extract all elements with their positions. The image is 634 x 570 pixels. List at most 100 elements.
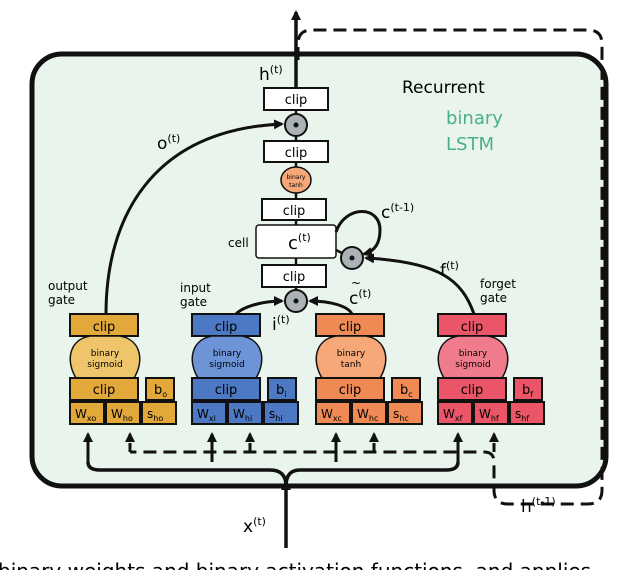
gate-output-activation — [69, 335, 141, 379]
gate-candidate-act-label-2: tanh — [341, 360, 361, 370]
gate-candidate-weight-1 — [351, 401, 387, 425]
gate-input-clip-top-label: clip — [215, 320, 238, 335]
c-tilde-hat: ~ — [351, 276, 361, 290]
gate-input-clip-bot — [191, 377, 261, 401]
clip-box-tanh-out — [263, 140, 329, 163]
center-stack: clip clip binary tanh clip c(t) clip — [255, 87, 337, 313]
gate-input-act-label-2: sigmoid — [209, 360, 244, 370]
o-t-label: o(t) — [157, 132, 180, 154]
gate-forget-clip-bot — [437, 377, 507, 401]
input-gate-arrow — [234, 296, 284, 316]
gate-output-weight-0 — [69, 401, 105, 425]
c-tilde-label: c(t) — [349, 287, 371, 309]
gate-output-clip-top-label: clip — [93, 320, 116, 335]
gate-candidate-weight-label-2: shc — [393, 407, 409, 423]
gate-candidate-weight-label-0: Wxc — [321, 407, 342, 423]
gate-forget-weight-label-2: shf — [515, 407, 529, 423]
cell-state-box — [255, 224, 337, 259]
cell-label: cell — [228, 236, 249, 250]
gate-input-clip-bot-label: clip — [215, 383, 238, 398]
binary-tanh-label-2: tanh — [289, 182, 303, 189]
h-t-label: h(t) — [259, 63, 283, 85]
gate-candidate-clip-bot — [315, 377, 385, 401]
gate-candidate-act-label-1: binary — [337, 349, 366, 359]
gate-forget-activation — [437, 335, 509, 379]
input-gate-label-1: input — [180, 281, 211, 295]
gate-candidate-weight-label-1: Whc — [357, 407, 378, 423]
x-t-label: x(t) — [243, 515, 266, 537]
gate-forget-weight-1 — [473, 401, 509, 425]
gate-candidate-clip-bot-label: clip — [339, 383, 362, 398]
gate-candidate-activation — [315, 335, 387, 379]
clip-label-tanh-out: clip — [285, 146, 308, 161]
gate-forget-weight-2 — [509, 401, 545, 425]
gate-input-weight-label-1: Whi — [233, 407, 252, 423]
clip-label-h: clip — [285, 93, 308, 108]
cell-self-loop — [334, 210, 382, 257]
h-prev-label: h(t-1) — [521, 495, 556, 517]
gate-input-act-label-1: binary — [213, 349, 242, 359]
gate-input-weight-label-2: shi — [269, 407, 283, 423]
recurrent-title: Recurrent — [402, 78, 485, 98]
cell-state-label: c(t) — [288, 231, 311, 254]
gate-input-weight-0 — [191, 401, 227, 425]
c-prev-label: c(t-1) — [381, 201, 414, 223]
gate-forget-bias-label: bf — [522, 383, 533, 399]
gate-output-weight-2 — [141, 401, 177, 425]
gate-output-weight-1 — [105, 401, 141, 425]
gate-forget-bias — [513, 377, 543, 401]
gate-forget-act-label-2: sigmoid — [455, 360, 490, 370]
gate-output-act-label-1: binary — [91, 349, 120, 359]
input-gate-label-2: gate — [180, 295, 207, 309]
input-wiring — [83, 432, 499, 548]
forget-gate-label-1: forget — [480, 277, 516, 291]
gate-forget-weight-label-1: Whf — [479, 407, 499, 423]
gate-forget-clip-bot-label: clip — [461, 383, 484, 398]
i-t-label: i(t) — [272, 313, 290, 335]
gate-candidate-weight-0 — [315, 401, 351, 425]
gate-input-weight-1 — [227, 401, 263, 425]
gate-candidate-clip-top-label: clip — [339, 320, 362, 335]
gate-output-bias-label: bo — [154, 383, 167, 399]
gate-input-activation — [191, 335, 263, 379]
clip-label-cell-bot: clip — [283, 270, 306, 285]
gate-output-clip-bot — [69, 377, 139, 401]
binary-tanh-label-1: binary — [287, 174, 306, 181]
gate-output-bias — [145, 377, 175, 401]
gate-output-weight-label-2: sho — [147, 407, 163, 423]
gate-candidate-weight-2 — [387, 401, 423, 425]
gate-input-bias-label: bi — [276, 383, 287, 399]
clip-label-cell-top: clip — [283, 204, 306, 219]
f-t-label: f(t) — [440, 259, 459, 281]
gate-forget-weight-0 — [437, 401, 473, 425]
gate-candidate-bias — [391, 377, 421, 401]
clip-box-h — [263, 87, 329, 111]
gate-input-weight-2 — [263, 401, 299, 425]
gate-forget-weight-label-0: Wxf — [443, 407, 463, 423]
gate-output-clip-bot-label: clip — [93, 383, 116, 398]
gate-input-bias — [267, 377, 297, 401]
binary-title: binary — [446, 108, 503, 129]
output-gate-label-1: output — [48, 279, 88, 293]
forget-gate-label-2: gate — [480, 291, 507, 305]
clip-box-cell-top — [261, 198, 327, 221]
gate-forget-clip-top-label: clip — [461, 320, 484, 335]
gate-input-weight-label-0: Wxi — [197, 407, 216, 423]
binary-tanh-node — [280, 166, 312, 194]
forget-gate-arrow — [364, 253, 476, 315]
clip-box-cell-bot — [261, 264, 327, 288]
output-gate-label-2: gate — [48, 293, 75, 307]
output-gate-arrow — [104, 119, 284, 315]
gate-output-weight-label-1: Who — [111, 407, 133, 423]
gate-output-weight-label-0: Wxo — [75, 407, 96, 423]
candidate-arrow — [308, 296, 354, 315]
lstm-title: LSTM — [446, 134, 494, 155]
gate-candidate-bias-label: bc — [400, 383, 413, 399]
gate-forget-act-label-1: binary — [459, 349, 488, 359]
